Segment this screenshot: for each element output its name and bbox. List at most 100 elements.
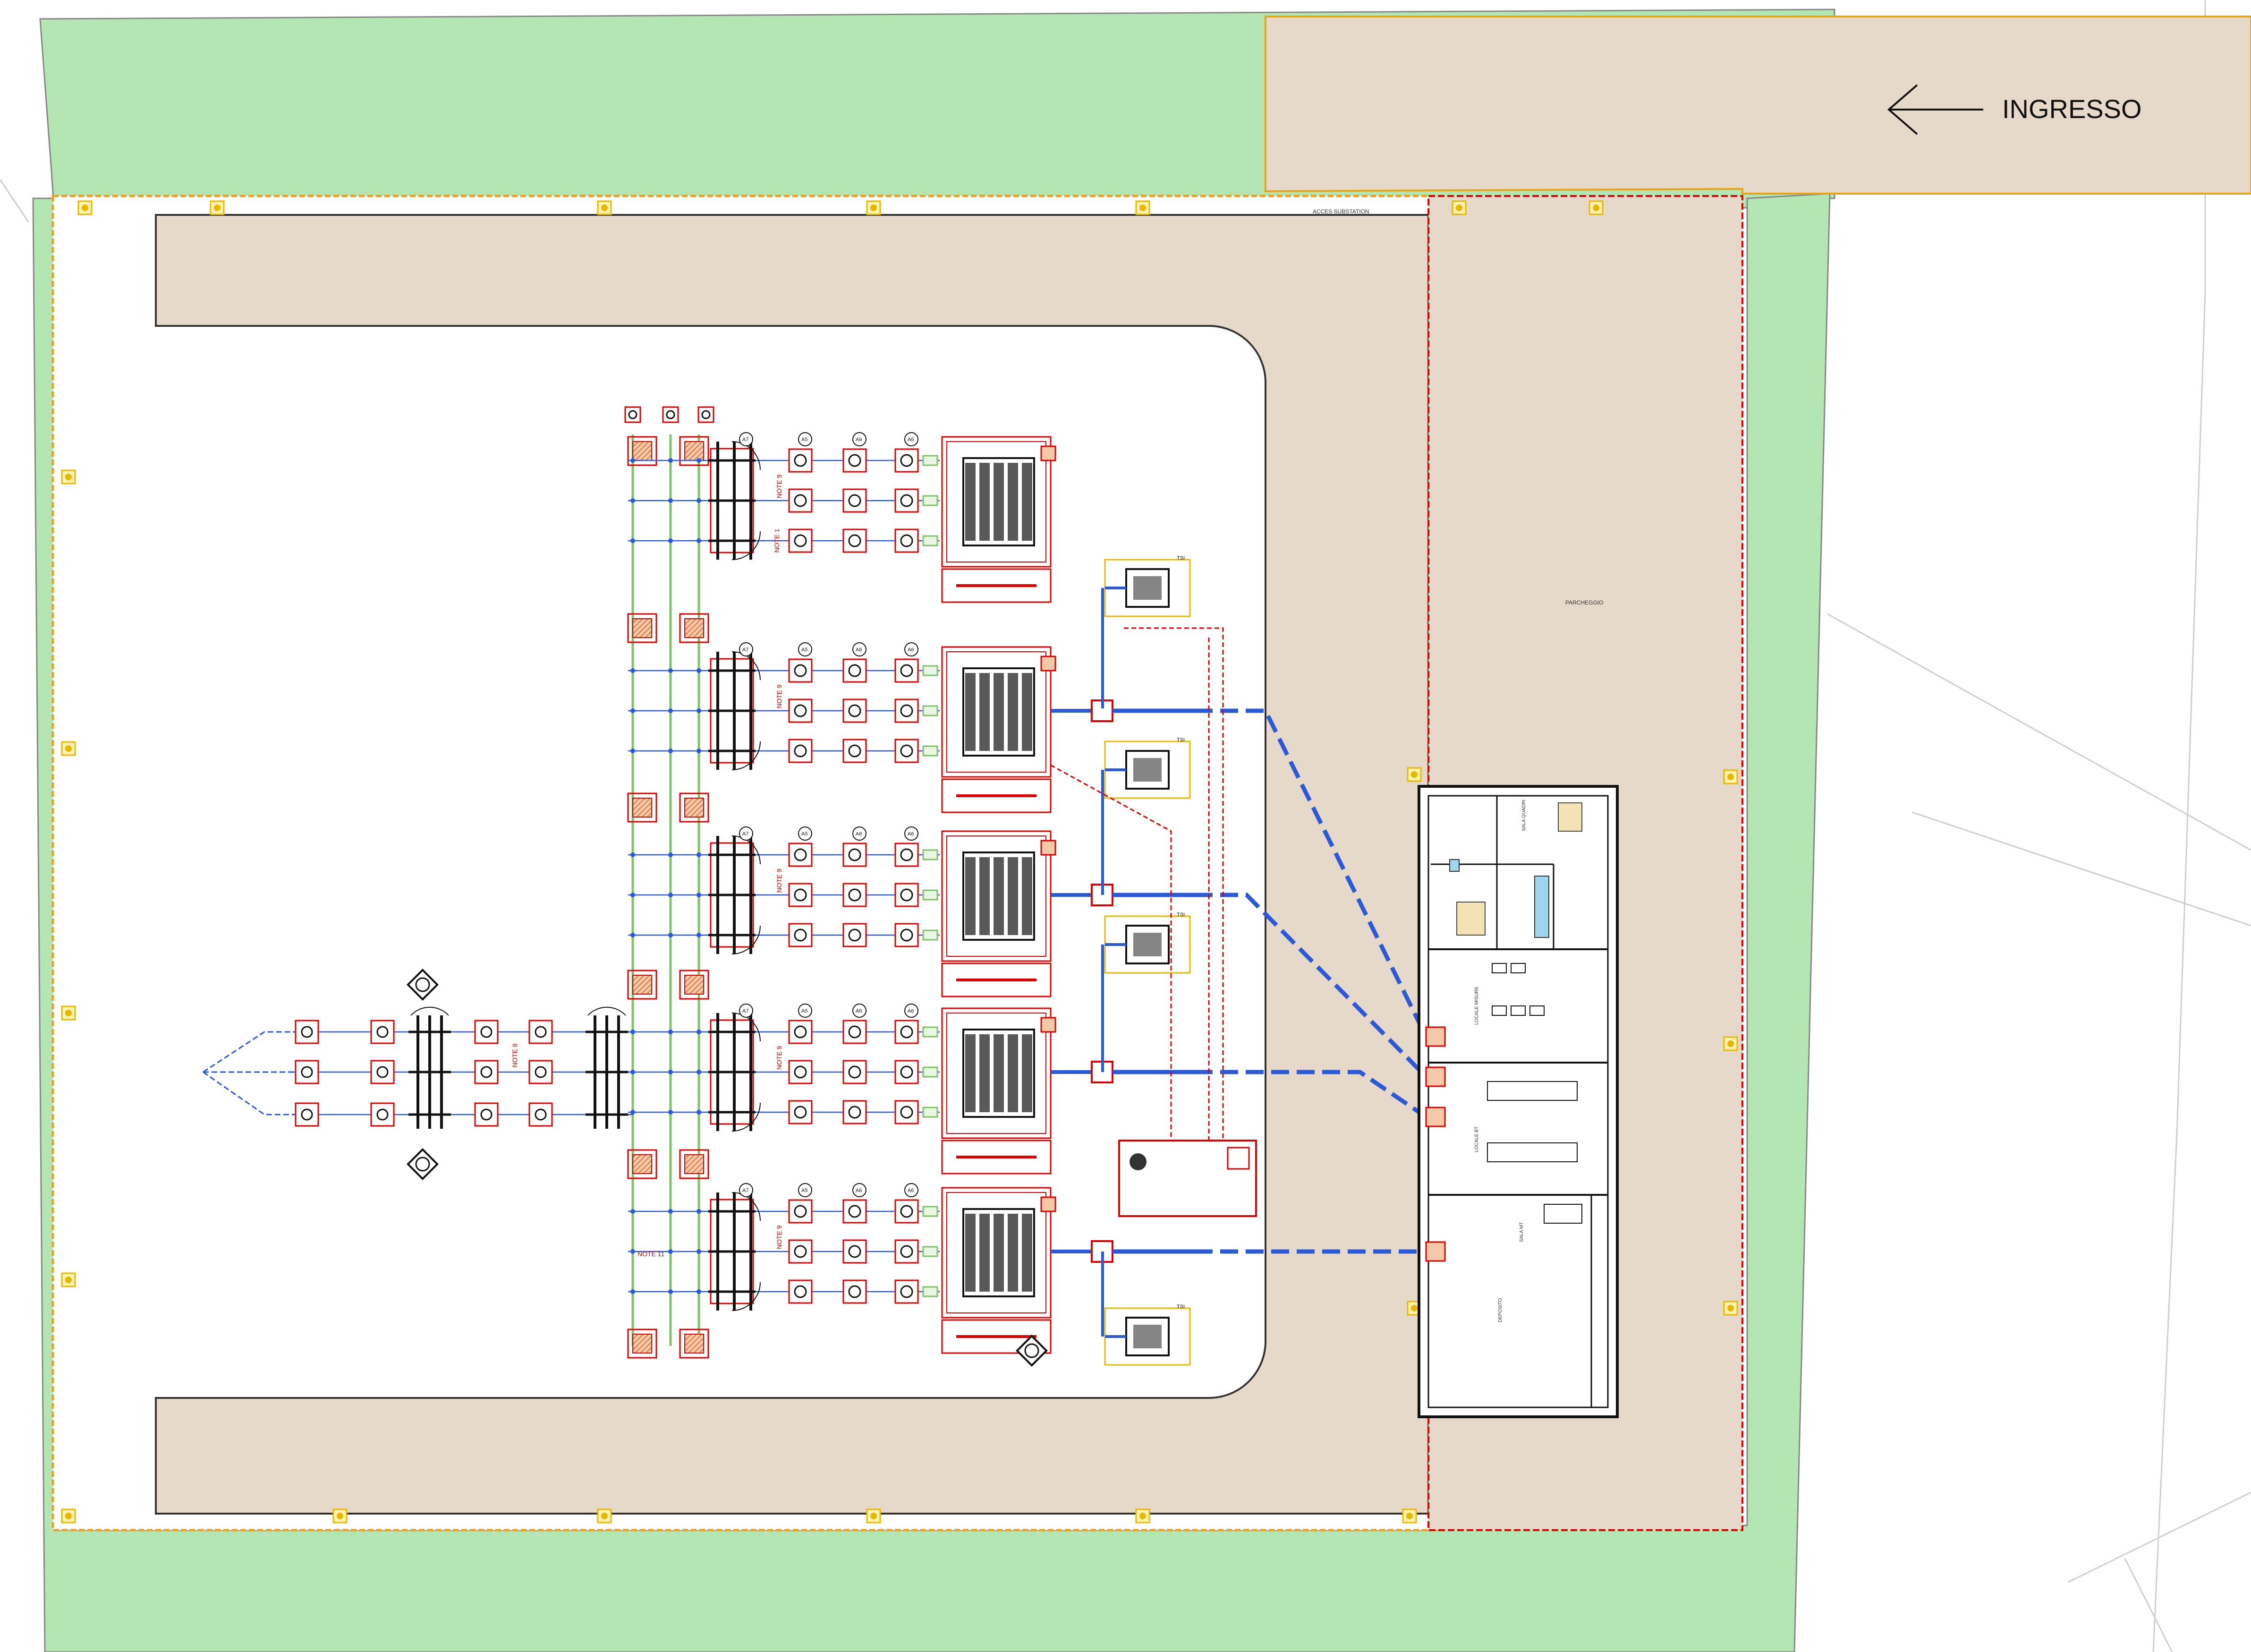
instrument-transformer bbox=[894, 1279, 919, 1304]
lamp-icon bbox=[1723, 1036, 1738, 1051]
equipment-tag-label: A6 bbox=[908, 831, 914, 837]
equipment-tag: A5 bbox=[798, 1183, 812, 1197]
entrance-label: INGRESSO bbox=[2002, 94, 2142, 124]
equipment-tag-label: A5 bbox=[801, 1188, 807, 1193]
bus-support bbox=[679, 792, 709, 823]
transformer-icon bbox=[941, 830, 1056, 962]
breaker-icon bbox=[788, 1279, 813, 1304]
breaker-icon bbox=[788, 883, 813, 907]
breaker-icon bbox=[788, 739, 813, 763]
parking-label: PARCHEGGIO bbox=[1565, 599, 1603, 606]
lamp-icon bbox=[1588, 200, 1604, 215]
bus-support bbox=[679, 1328, 709, 1359]
instrument-transformer bbox=[894, 488, 919, 513]
lamp-icon bbox=[866, 1508, 881, 1524]
equipment-tag-label: A5 bbox=[801, 1008, 807, 1014]
breaker-icon bbox=[474, 1060, 499, 1084]
equipment-tag: A7 bbox=[739, 1004, 753, 1018]
breaker-icon bbox=[370, 1060, 395, 1084]
disconnector-icon bbox=[708, 651, 761, 770]
light-pole-icon bbox=[407, 1148, 439, 1180]
breaker-icon bbox=[788, 1060, 813, 1084]
breaker-icon bbox=[788, 923, 813, 947]
instrument-transformer bbox=[894, 1020, 919, 1044]
disconnector-icon bbox=[708, 1013, 761, 1132]
breaker-icon bbox=[788, 698, 813, 723]
note-label: NOTE 9 bbox=[775, 869, 783, 893]
instrument-transformer bbox=[894, 883, 919, 907]
equipment-tag: A6 bbox=[904, 1004, 918, 1018]
transformer-icon bbox=[941, 1007, 1056, 1139]
instrument-transformer bbox=[894, 923, 919, 947]
instrument-transformer bbox=[842, 1020, 867, 1044]
equipment-tag: A5 bbox=[798, 432, 812, 446]
lamp-icon bbox=[1135, 1508, 1150, 1524]
breaker-icon bbox=[788, 488, 813, 513]
equipment-tag: A7 bbox=[739, 642, 753, 656]
equipment-tag-label: A6 bbox=[908, 647, 914, 653]
access-substation-label: ACCES SUBSTATION bbox=[1313, 208, 1369, 215]
disconnector-icon bbox=[708, 1192, 761, 1311]
light-pole-icon bbox=[697, 406, 714, 423]
equipment-tag: A6 bbox=[852, 432, 866, 446]
lamp-icon bbox=[597, 200, 612, 215]
room-label-storage: DEPOSITO bbox=[1498, 1298, 1503, 1322]
cable-junction bbox=[1091, 699, 1113, 722]
instrument-transformer bbox=[842, 1100, 867, 1124]
equipment-tag-label: A6 bbox=[856, 1008, 862, 1014]
equipment-tag-label: A6 bbox=[908, 437, 914, 443]
equipment-tag-label: A7 bbox=[742, 437, 748, 443]
internal-road bbox=[155, 214, 1429, 1515]
equipment-tag: A5 bbox=[798, 1004, 812, 1018]
note-label: NOTE 9 bbox=[775, 1046, 783, 1070]
lamp-icon bbox=[1407, 767, 1422, 782]
mv-cable-route bbox=[1113, 1070, 1427, 1119]
instrument-transformer bbox=[894, 843, 919, 867]
instrument-transformer bbox=[842, 448, 867, 473]
disconnector-icon bbox=[586, 1006, 628, 1129]
control-cable bbox=[1050, 764, 1172, 1143]
instrument-transformer bbox=[842, 739, 867, 763]
equipment-tag-label: A6 bbox=[908, 1188, 914, 1193]
lamp-icon bbox=[866, 200, 881, 215]
equipment-tag: A6 bbox=[852, 642, 866, 656]
equipment-tag: A6 bbox=[904, 642, 918, 656]
instrument-transformer bbox=[894, 1239, 919, 1264]
mv-cable-route bbox=[1113, 708, 1428, 1038]
equipment-tag: A6 bbox=[852, 1183, 866, 1197]
disconnector-icon bbox=[708, 441, 761, 560]
equipment-tag: A5 bbox=[798, 826, 812, 841]
equipment-tag: A6 bbox=[904, 432, 918, 446]
breaker-icon bbox=[474, 1102, 499, 1127]
breaker-icon bbox=[788, 1020, 813, 1044]
equipment-tag: A6 bbox=[852, 826, 866, 841]
tsi-transformer: TSI bbox=[1104, 912, 1191, 974]
equipment-tag-label: A6 bbox=[908, 1008, 914, 1014]
lamp-icon bbox=[1135, 200, 1150, 215]
tsi-label: TSI bbox=[1177, 737, 1185, 743]
bus-support bbox=[627, 792, 657, 823]
lamp-icon bbox=[77, 200, 93, 215]
instrument-transformer bbox=[842, 488, 867, 513]
room-label-control: SALA QUADRI bbox=[1521, 800, 1527, 831]
instrument-transformer bbox=[894, 1199, 919, 1224]
lamp-set bbox=[61, 200, 1738, 1524]
instrument-transformer bbox=[842, 528, 867, 553]
lamp-icon bbox=[61, 469, 76, 485]
equipment-tag-label: A7 bbox=[742, 1008, 748, 1014]
tsi-transformer: TSI bbox=[1104, 555, 1191, 617]
lamp-icon bbox=[61, 1508, 76, 1524]
note-label: NOTE 8 bbox=[511, 1043, 518, 1067]
instrument-transformer bbox=[894, 658, 919, 683]
equipment-tag-label: A6 bbox=[856, 1188, 862, 1193]
light-pole-icon bbox=[1016, 1335, 1048, 1367]
disconnector-icon bbox=[708, 835, 761, 954]
breaker-icon bbox=[788, 1239, 813, 1264]
bus-support bbox=[627, 970, 657, 1000]
breaker-icon bbox=[528, 1020, 553, 1044]
instrument-transformer bbox=[894, 528, 919, 553]
arrester bbox=[295, 1060, 319, 1084]
lamp-icon bbox=[332, 1508, 348, 1524]
